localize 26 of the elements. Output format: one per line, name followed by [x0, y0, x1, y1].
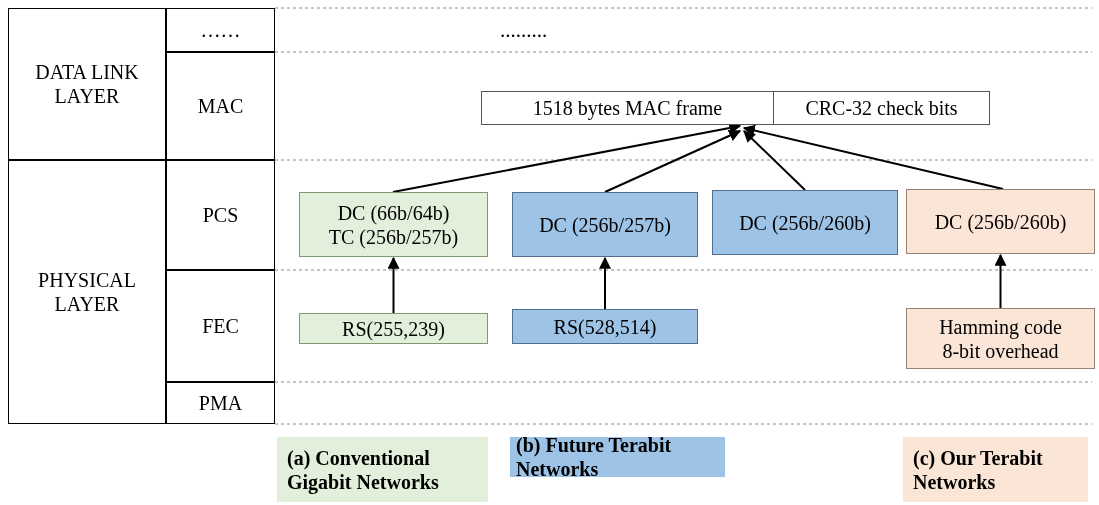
layer-box: DATA LINK LAYER [8, 8, 166, 160]
process-box: RS(255,239) [299, 313, 488, 344]
frame-box: 1518 bytes MAC frame [481, 91, 774, 125]
layer-box: MAC [166, 52, 275, 160]
process-box: DC (256b/260b) [712, 190, 898, 255]
frame-box: CRC-32 check bits [773, 91, 990, 125]
category-label: (c) Our Terabit Networks [903, 437, 1088, 502]
process-box: Hamming code 8-bit overhead [906, 308, 1095, 369]
layer-box: PHYSICAL LAYER [8, 160, 166, 424]
process-box: DC (66b/64b) TC (256b/257b) [299, 192, 488, 257]
category-label: (a) Conventional Gigabit Networks [277, 437, 488, 502]
arrow [387, 256, 400, 314]
category-label: (b) Future Terabit Networks [510, 437, 725, 477]
arrow [599, 256, 611, 310]
process-box: DC (256b/257b) [512, 192, 698, 257]
process-box: DC (256b/260b) [906, 189, 1095, 254]
layer-box: …… [166, 8, 275, 52]
ellipsis-text: ......... [500, 18, 548, 43]
layer-box: FEC [166, 270, 275, 382]
layer-box: PCS [166, 160, 275, 270]
arrow [743, 130, 806, 191]
arrow [994, 253, 1007, 309]
arrow [604, 130, 742, 193]
process-box: RS(528,514) [512, 309, 698, 344]
layer-box: PMA [166, 382, 275, 424]
arrow [742, 124, 1004, 190]
